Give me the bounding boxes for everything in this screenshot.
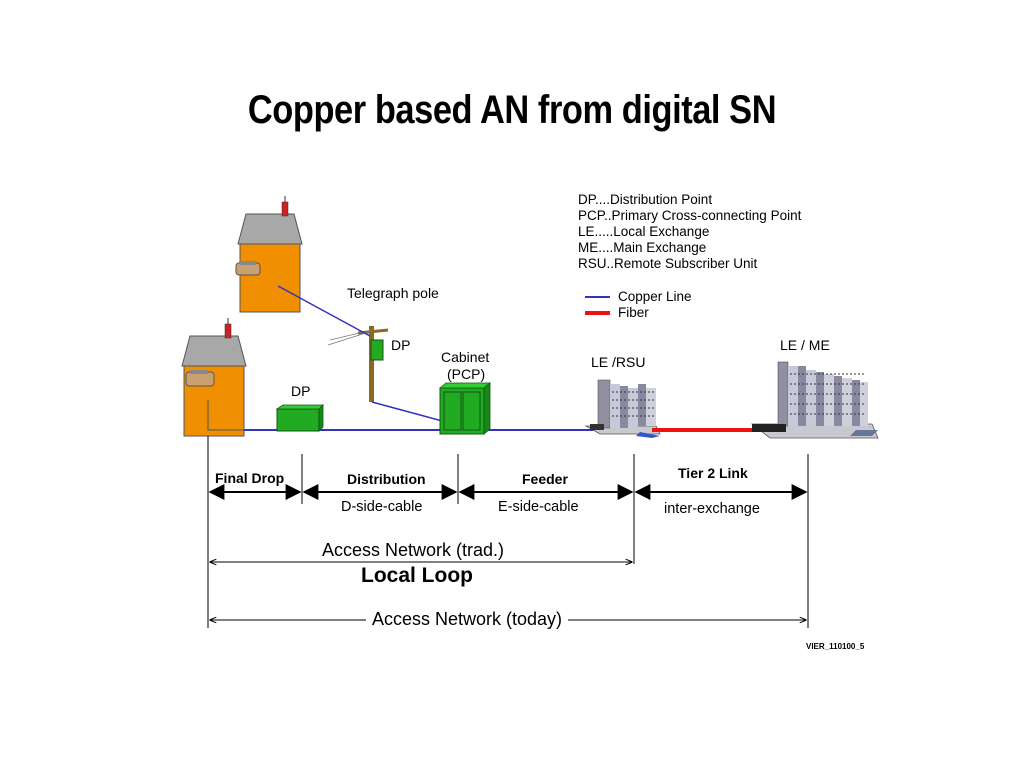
abbreviation-legend: DP....Distribution Point PCP..Primary Cr… (578, 192, 801, 272)
le-rsu-building-icon (584, 379, 661, 438)
access-network-trad-label: Access Network (trad.) (316, 540, 511, 561)
distribution-label: Distribution (347, 471, 426, 487)
telegraph-pole-icon (327, 326, 389, 402)
telegraph-pole-label: Telegraph pole (347, 285, 439, 301)
le-rsu-label: LE /RSU (591, 354, 646, 370)
tier2-label: Tier 2 Link (678, 465, 748, 481)
fiber-key-label: Fiber (618, 305, 649, 320)
e-side-cable-label: E-side-cable (498, 499, 579, 515)
feeder-label: Feeder (522, 471, 568, 487)
drop-line-pole (371, 401, 447, 423)
dp-pole-label: DP (391, 337, 411, 353)
legend-rsu: RSU..Remote Subscriber Unit (578, 256, 758, 271)
legend-pcp: PCP..Primary Cross-connecting Point (578, 208, 802, 223)
copper-key-label: Copper Line (618, 289, 692, 304)
legend-me: ME....Main Exchange (578, 240, 707, 255)
lower-house-icon (181, 318, 247, 437)
cabinet-label: Cabinet (441, 349, 490, 365)
legend-le: LE.....Local Exchange (578, 224, 710, 239)
upper-house-icon (235, 196, 303, 313)
legend-dp: DP....Distribution Point (578, 192, 713, 207)
page-title: Copper based AN from digital SN (247, 88, 777, 132)
cabinet-sub-label: (PCP) (447, 366, 486, 382)
final-drop-label: Final Drop (215, 470, 285, 486)
cabinet-icon (438, 382, 492, 435)
access-network-today-label: Access Network (today) (366, 609, 569, 630)
inter-exchange-label: inter-exchange (664, 501, 760, 517)
le-me-label: LE / ME (780, 337, 830, 353)
drop-line-upper (277, 285, 371, 337)
local-loop-label: Local Loop (361, 564, 473, 587)
dp-ground-box-icon (275, 404, 324, 432)
le-me-building-icon (750, 361, 879, 439)
reference-code: VIER_110100_5 (806, 642, 865, 651)
dp-ground-label: DP (291, 383, 311, 399)
d-side-cable-label: D-side-cable (341, 499, 423, 515)
